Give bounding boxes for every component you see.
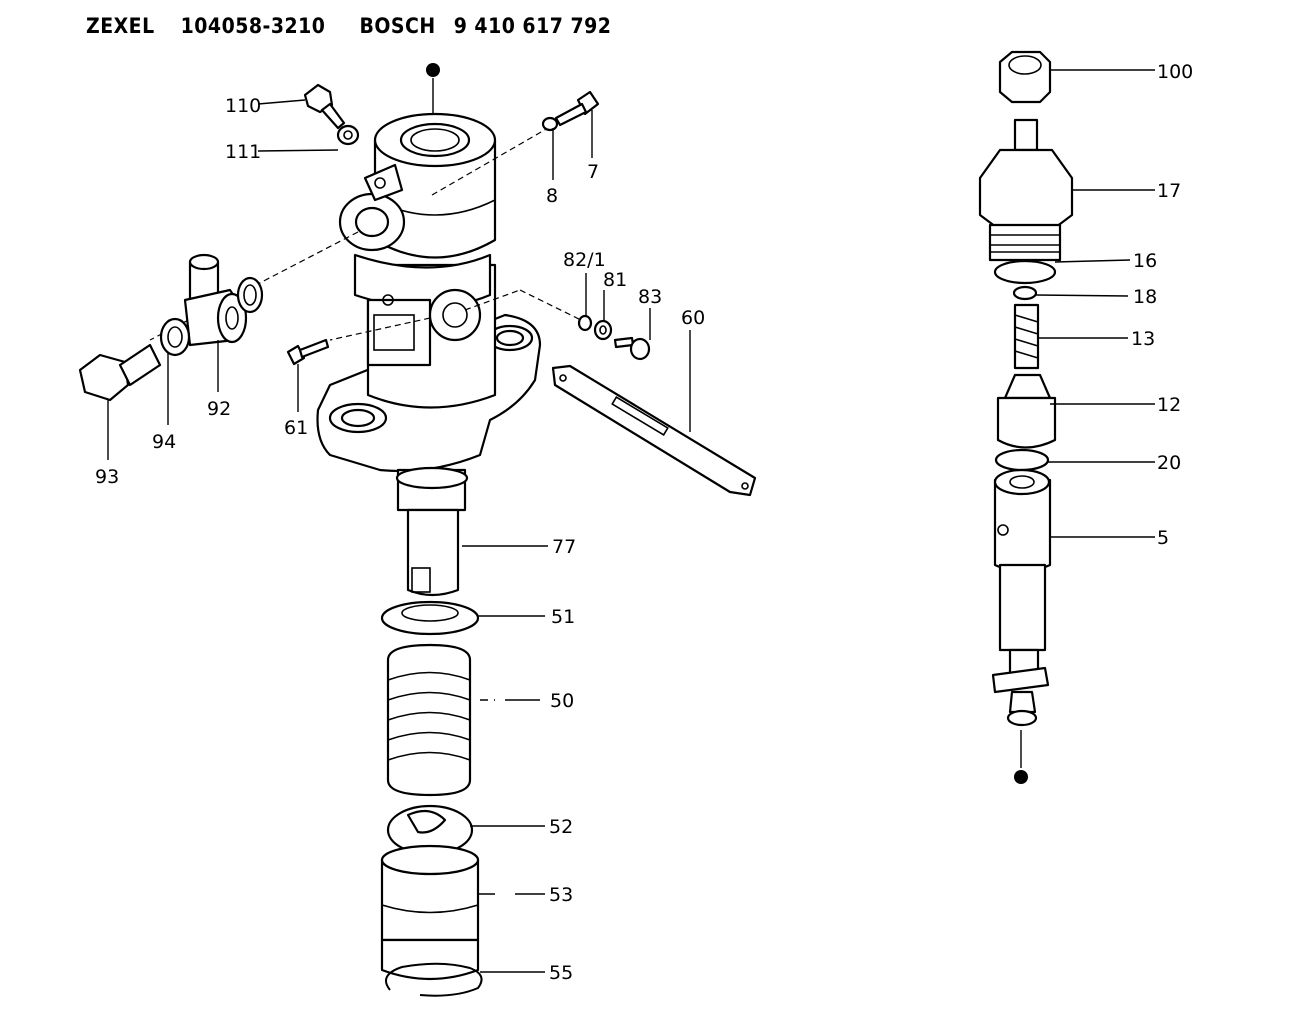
part-51-spring-seat — [380, 600, 480, 636]
part-12-delivery-valve — [996, 373, 1057, 449]
part-labels: 110 111 8 7 92 94 93 61 82/1 81 83 60 77… — [95, 61, 1193, 984]
label-5: 5 — [1157, 527, 1169, 549]
part-13-spring — [1013, 303, 1040, 370]
pump-housing — [316, 63, 542, 473]
label-51: 51 — [551, 606, 575, 628]
label-17: 17 — [1157, 180, 1181, 202]
label-53: 53 — [549, 884, 573, 906]
part-92-banjo — [183, 253, 248, 347]
reference-dot-bottom — [1014, 770, 1028, 784]
label-82-1: 82/1 — [563, 249, 606, 271]
label-13: 13 — [1131, 328, 1155, 350]
label-12: 12 — [1157, 394, 1181, 416]
label-93: 93 — [95, 466, 119, 488]
part-8-washer — [541, 116, 559, 132]
part-17-valve-holder — [978, 118, 1074, 262]
label-55: 55 — [549, 962, 573, 984]
label-94: 94 — [152, 431, 176, 453]
label-18: 18 — [1133, 286, 1157, 308]
label-77: 77 — [552, 536, 576, 558]
reference-dot-top — [426, 63, 440, 77]
zexel-part-number: 104058-3210 — [180, 14, 326, 38]
label-7: 7 — [587, 161, 599, 183]
assembly-line-93 — [149, 231, 359, 341]
part-92-washer — [236, 276, 264, 314]
label-61: 61 — [284, 417, 308, 439]
label-100: 100 — [1157, 61, 1193, 83]
part-111-washer — [336, 124, 360, 146]
part-60-rack — [551, 364, 757, 497]
label-8: 8 — [546, 185, 558, 207]
label-52: 52 — [549, 816, 573, 838]
part-81-washer — [593, 319, 613, 341]
part-77-control-sleeve — [395, 466, 469, 597]
label-111: 111 — [225, 141, 261, 163]
label-50: 50 — [550, 690, 574, 712]
label-83: 83 — [638, 286, 662, 308]
brand-bosch: BOSCH — [359, 14, 436, 38]
diagram-header: ZEXEL 104058-3210 BOSCH 9 410 617 792 — [86, 14, 611, 44]
part-16-gasket — [993, 259, 1057, 285]
assembly-line-61 — [329, 317, 431, 341]
part-52-spring-seat — [386, 804, 474, 856]
part-83-screw — [613, 336, 651, 361]
label-81: 81 — [603, 269, 627, 291]
part-7-screw — [554, 90, 600, 127]
part-50-spring — [386, 643, 472, 797]
part-5-barrel-plunger — [991, 468, 1052, 727]
brand-zexel: ZEXEL — [86, 14, 155, 38]
assembly-line-7 — [431, 127, 549, 196]
label-20: 20 — [1157, 452, 1181, 474]
label-60: 60 — [681, 307, 705, 329]
part-94-washer — [159, 317, 191, 357]
part-18-ring — [1012, 285, 1038, 301]
part-82-1-washer — [577, 314, 593, 332]
label-92: 92 — [207, 398, 231, 420]
part-20-o-ring — [994, 448, 1050, 472]
bosch-part-number: 9 410 617 792 — [453, 14, 612, 38]
part-110-bolt — [303, 83, 346, 130]
part-100-nut — [998, 50, 1052, 104]
part-53-tappet — [380, 844, 480, 981]
part-55-circlip — [385, 962, 483, 997]
part-61-screw — [286, 338, 330, 366]
label-16: 16 — [1133, 250, 1157, 272]
part-93-banjo-bolt — [78, 343, 162, 402]
label-110: 110 — [225, 95, 261, 117]
leader-lines — [107, 69, 1155, 973]
